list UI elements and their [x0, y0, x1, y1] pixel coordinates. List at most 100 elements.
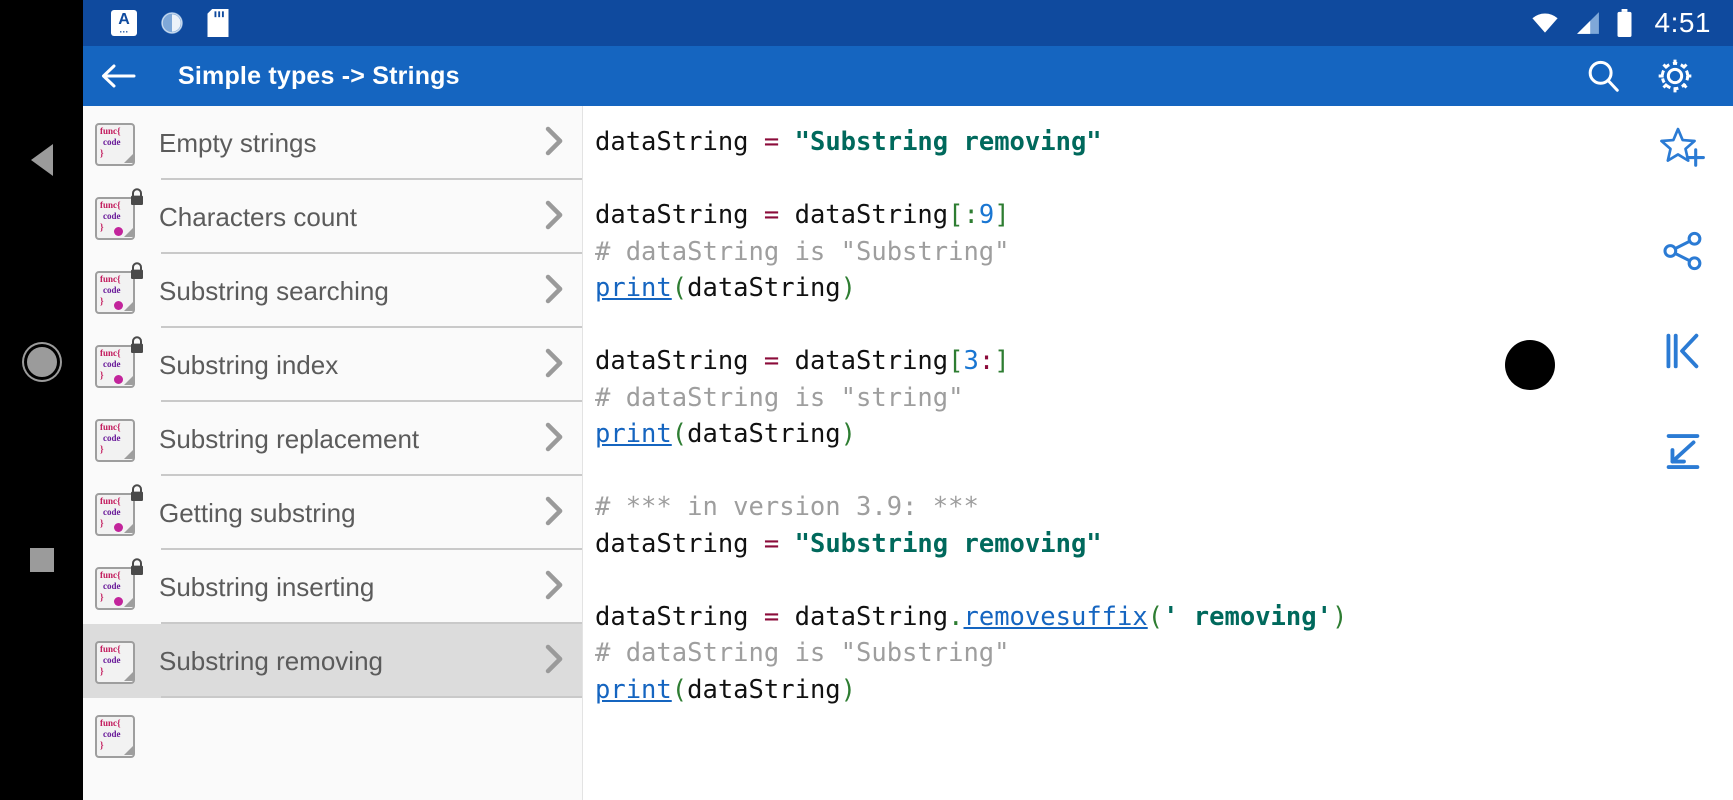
chevron-right-icon	[536, 270, 570, 313]
chevron-right-icon	[536, 344, 570, 387]
code-token-var: dataString	[687, 419, 841, 449]
code-token-fn[interactable]: print	[595, 273, 672, 303]
sidebar-item-label: Substring index	[159, 349, 339, 380]
chevron-right-icon	[536, 566, 570, 609]
code-token-brk: ]	[994, 200, 1010, 230]
home-circle-icon	[26, 347, 57, 377]
code-snippet-icon: func{code}	[95, 416, 137, 462]
code-token-brk: )	[840, 273, 857, 303]
cellular-signal-icon	[1576, 12, 1599, 34]
sidebar-item-partial[interactable]: func{code}	[83, 698, 582, 772]
code-token-var: dataString	[779, 346, 949, 376]
app-bar: Simple types -> Strings	[83, 46, 1733, 106]
code-token-fn[interactable]: removesuffix	[963, 601, 1148, 632]
sidebar-item-label: Substring removing	[159, 645, 383, 676]
sidebar-item-substring-index[interactable]: func{code}Substring index	[83, 328, 582, 402]
scroll-to-bottom-button[interactable]	[1656, 424, 1710, 478]
code-token-brk: )	[840, 674, 857, 705]
go-to-first-button[interactable]	[1656, 324, 1710, 378]
sidebar-item-empty-strings[interactable]: func{code}Empty strings	[83, 106, 582, 180]
sidebar-item-substring-searching[interactable]: func{code} Substring searching	[83, 254, 582, 328]
search-button[interactable]	[1581, 54, 1625, 98]
progress-dot-icon	[114, 301, 123, 310]
code-token-brk: [	[948, 200, 964, 230]
code-token-brk: (	[1147, 601, 1164, 632]
code-token-cmt: # *** in version 3.9: ***	[595, 492, 979, 522]
code-token-op: =	[763, 528, 780, 559]
code-snippet-icon: func{code}	[95, 188, 143, 240]
code-token-var	[779, 127, 794, 157]
chevron-right-icon	[536, 196, 570, 239]
code-token-var: dataString	[595, 200, 764, 230]
list-divider	[161, 252, 582, 254]
add-to-favorites-button[interactable]	[1656, 124, 1710, 178]
code-token-brk: (	[671, 273, 688, 303]
status-bar: A	[83, 0, 1733, 46]
code-snippet-icon: func{code}	[95, 484, 143, 536]
progress-dot-icon	[114, 227, 123, 236]
code-snippet-icon: func{code}	[95, 120, 137, 166]
collapse-down-left-icon	[1666, 434, 1700, 470]
chevron-right-icon	[536, 122, 570, 165]
sidebar-item-getting-substring[interactable]: func{code} Getting substring	[83, 476, 582, 550]
app-notification-icon: A	[111, 10, 137, 36]
code-token-brk: )	[1331, 601, 1348, 632]
code-token-op: =	[763, 346, 780, 376]
chevron-right-icon	[536, 640, 570, 683]
android-navigation-bar	[0, 0, 83, 800]
share-button[interactable]	[1656, 224, 1710, 278]
sidebar-item-label: Getting substring	[159, 497, 356, 528]
share-icon	[1663, 231, 1702, 271]
code-token-var: dataString	[779, 601, 949, 632]
code-token-var: dataString	[779, 200, 949, 230]
nav-recents-button[interactable]	[0, 530, 83, 590]
page-title: Simple types -> Strings	[178, 61, 460, 90]
code-token-brk: :	[963, 200, 979, 230]
sidebar-item-substring-inserting[interactable]: func{code}Substring inserting	[83, 550, 582, 624]
wifi-icon	[1531, 13, 1558, 33]
list-divider	[161, 178, 582, 180]
code-viewer[interactable]: dataString = "Substring removing" dataSt…	[583, 106, 1633, 800]
code-token-fn[interactable]: print	[595, 419, 672, 449]
action-rail	[1633, 106, 1733, 800]
code-token-str: ' removing'	[1163, 601, 1332, 632]
code-token-op: =	[763, 127, 780, 157]
progress-dot-icon	[114, 523, 123, 532]
settings-button[interactable]	[1653, 54, 1697, 98]
sidebar-item-label: Characters count	[159, 201, 357, 232]
sidebar-item-characters-count[interactable]: func{code} Characters count	[83, 180, 582, 254]
code-token-var: dataString	[595, 127, 764, 157]
code-token-op: =	[763, 601, 780, 632]
code-token-brk: (	[671, 419, 688, 449]
code-token-op: =	[763, 200, 780, 230]
sync-icon	[161, 12, 183, 34]
sidebar-item-label: Substring searching	[159, 275, 389, 306]
list-divider	[161, 622, 582, 624]
app-back-button[interactable]	[83, 61, 153, 91]
code-token-fn[interactable]: print	[595, 674, 672, 705]
lock-icon	[131, 484, 143, 501]
code-token-var: dataString	[595, 346, 764, 376]
code-token-op: :	[978, 346, 995, 376]
sidebar-item-substring-replacement[interactable]: func{code} Substring replacement	[83, 402, 582, 476]
progress-dot-icon	[114, 375, 123, 384]
code-token-var	[779, 529, 794, 559]
code-token-cmt: # dataString is "Substring"	[595, 236, 1010, 267]
code-snippet-icon: func{code}	[95, 262, 143, 314]
nav-home-button[interactable]	[0, 332, 83, 392]
sidebar-item-label: Substring replacement	[159, 423, 420, 454]
app-bar-actions	[1581, 54, 1733, 98]
status-right-icons: 4:51	[1530, 7, 1712, 39]
code-snippet-icon: func{code}	[95, 712, 137, 758]
phone-viewport: A	[83, 0, 1733, 800]
arrow-left-icon	[102, 64, 136, 88]
code-token-var: dataString	[595, 528, 764, 559]
code-token-cmt: # dataString is "string"	[595, 382, 964, 413]
nav-back-button[interactable]	[0, 130, 83, 190]
code-token-num: 9	[978, 200, 995, 230]
star-plus-icon	[1660, 127, 1705, 167]
recents-square-icon	[29, 548, 54, 572]
sidebar-item-substring-removing[interactable]: func{code}Substring removing	[83, 624, 582, 698]
